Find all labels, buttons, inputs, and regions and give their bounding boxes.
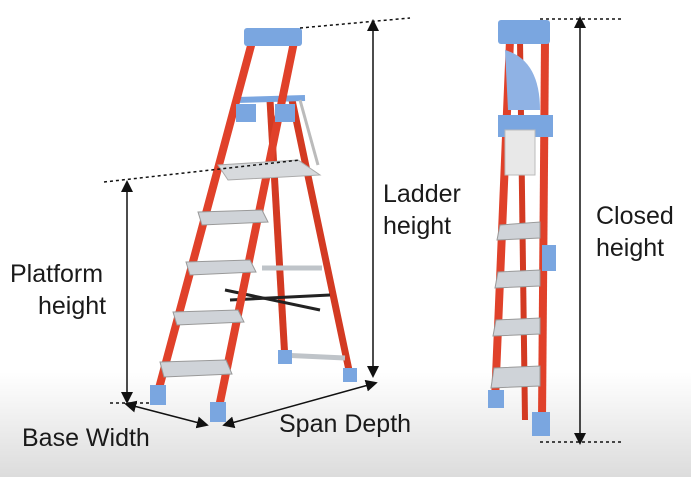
ladder-height-line1: Ladder	[383, 180, 461, 208]
platform-height-line2: height	[38, 292, 107, 320]
closed-height-label: Closed height	[596, 200, 674, 264]
closed-height-line2: height	[596, 234, 665, 262]
closed-ladder	[488, 20, 556, 436]
platform-height-label: Platform height	[10, 258, 106, 322]
base-width-label: Base Width	[22, 424, 150, 452]
open-ladder	[150, 28, 357, 422]
dimension-lines	[103, 15, 622, 445]
ladder-height-line2: height	[383, 212, 452, 240]
span-depth-label: Span Depth	[279, 410, 412, 438]
platform-height-line1: Platform	[10, 260, 104, 288]
closed-height-line1: Closed	[596, 202, 674, 230]
ladder-height-label: Ladder height	[383, 178, 461, 242]
